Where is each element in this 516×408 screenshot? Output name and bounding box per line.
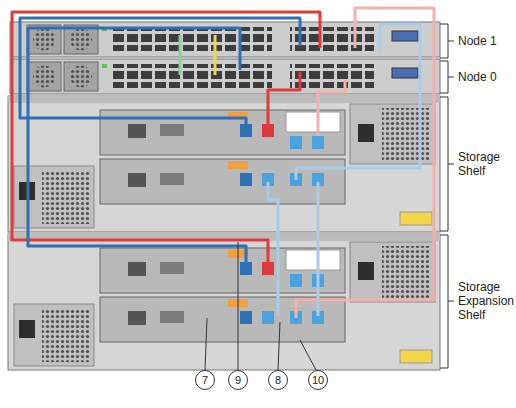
server-node [10, 59, 440, 94]
bracket [440, 97, 454, 231]
sas-cable [296, 24, 420, 180]
callout-number: 7 [202, 374, 208, 386]
bracket [440, 61, 454, 93]
callout-circle: 7 [195, 370, 215, 390]
storage-shelf [8, 234, 440, 370]
callout-circle: 9 [228, 370, 248, 390]
sas-cable [20, 18, 300, 130]
cable [179, 35, 182, 75]
bracket-label: Storage Expansion Shelf [458, 280, 516, 322]
callout-number: 8 [275, 374, 281, 386]
sas-cable [318, 80, 345, 136]
sas-cable [12, 12, 320, 268]
cable [214, 35, 217, 75]
storage-shelf [8, 96, 440, 232]
sas-cable [296, 8, 434, 318]
callout-number: 9 [235, 374, 241, 386]
sas-cable [268, 182, 278, 316]
sas-cable [28, 28, 246, 268]
callout-number: 10 [312, 374, 324, 386]
leader-line [238, 242, 239, 370]
leader-line [205, 318, 207, 370]
bracket-label: Node 1 [458, 34, 516, 48]
leader-line [278, 322, 280, 370]
bracket-label: Node 0 [458, 70, 516, 84]
sas-cable [317, 182, 320, 316]
callout-circle: 8 [268, 370, 288, 390]
bracket [440, 24, 454, 58]
bracket [440, 235, 454, 368]
callout-circle: 10 [308, 370, 328, 390]
sas-cable [268, 72, 300, 130]
leader-line [300, 340, 316, 370]
bracket-label: Storage Shelf [458, 150, 516, 178]
